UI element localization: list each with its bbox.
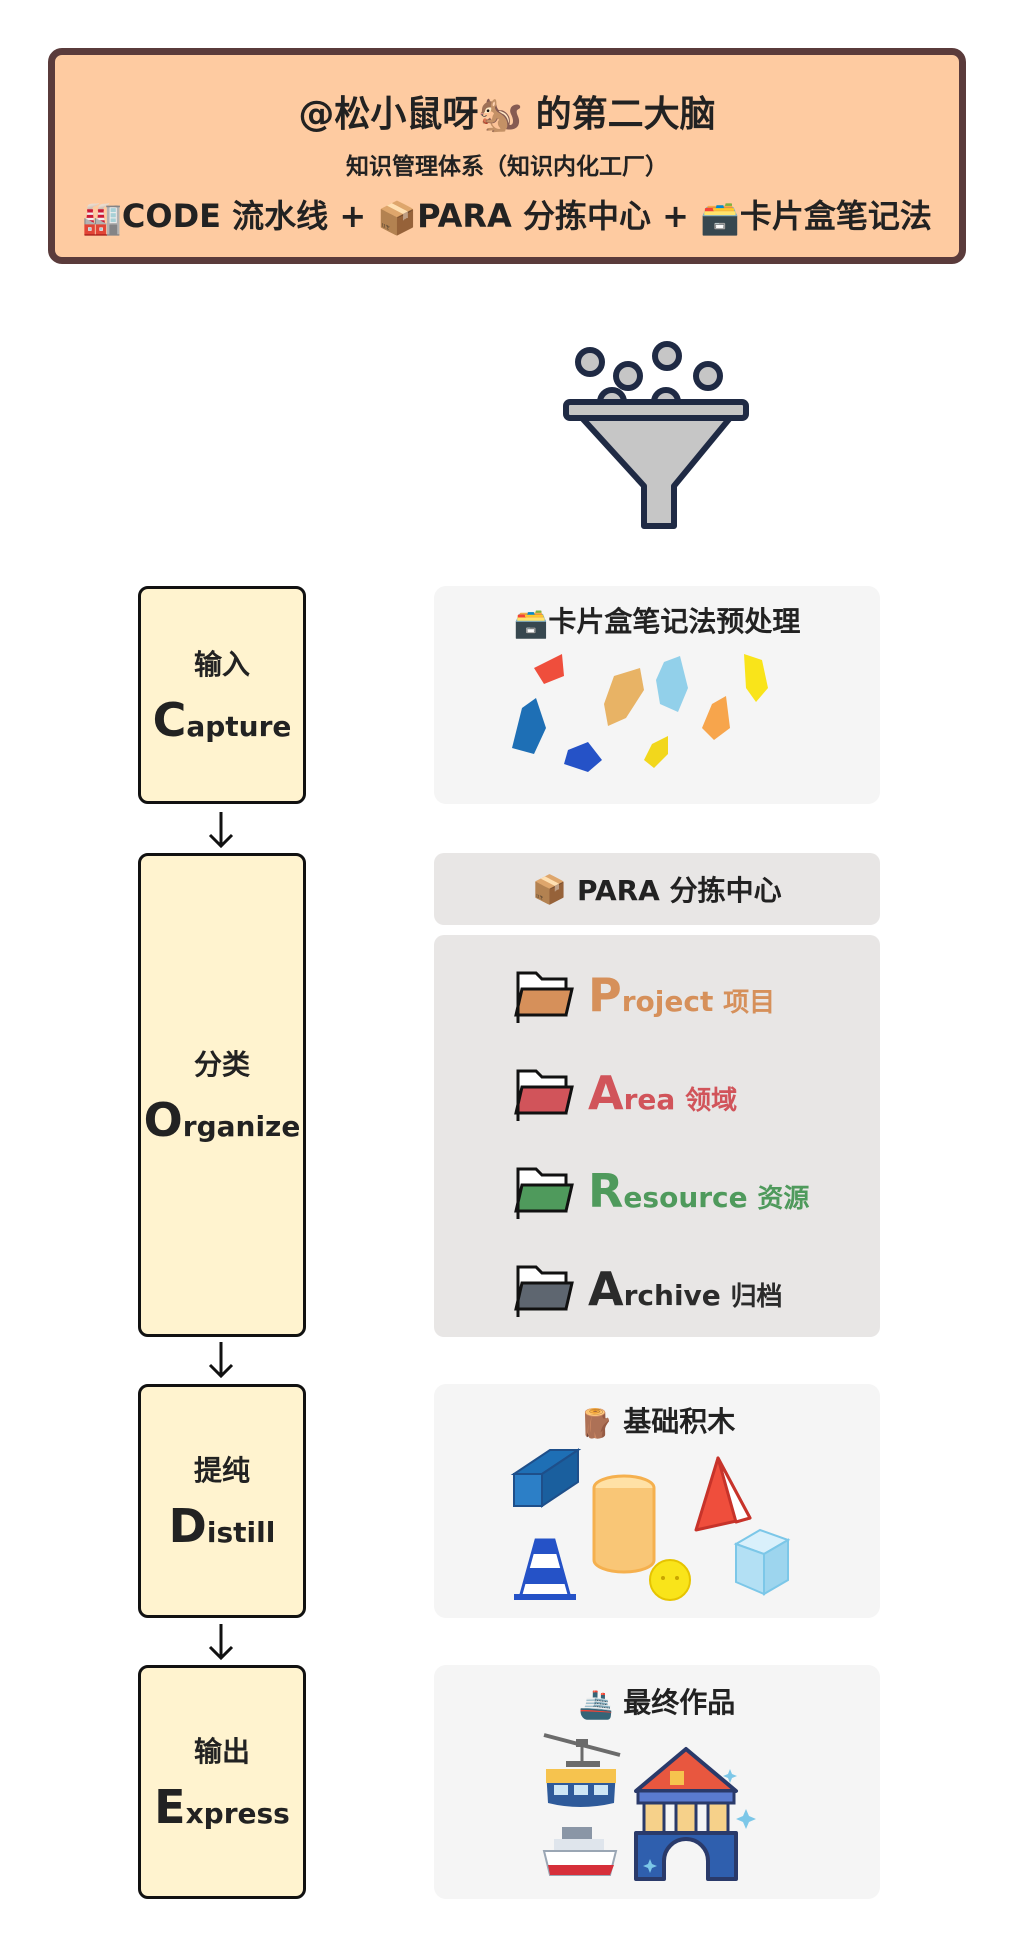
para-item-area: Area 领域 (514, 1063, 737, 1123)
arrow-down-icon (208, 812, 234, 849)
stage-capture-en: Capture (152, 693, 292, 747)
capture-panel-title: 🗃️卡片盒笔记法预处理 (513, 605, 801, 640)
stage-distill: 提纯 Distill (138, 1384, 306, 1618)
stage-express-en: Express (154, 1780, 290, 1834)
para-item-resource: Resource 资源 (514, 1161, 809, 1221)
box-icon: 📦 (532, 872, 568, 906)
artwork-icon (542, 1733, 756, 1881)
stage-distill-cn: 提纯 (193, 1454, 250, 1487)
stage-express-cn: 输出 (193, 1735, 250, 1768)
code-text: CODE 流水线 + (121, 197, 378, 235)
stage-capture: 输入 Capture (138, 586, 306, 804)
stage-organize-en: Organize (143, 1093, 301, 1147)
stage-organize: 分类 Organize (138, 853, 306, 1337)
stage-distill-en: Distill (168, 1499, 276, 1553)
distill-panel-title: 🪵 基础积木 (578, 1405, 736, 1440)
stage-capture-cn: 输入 (193, 648, 250, 681)
para-panel-header: 📦 PARA 分拣中心 (434, 853, 880, 925)
para-text: PARA 分拣中心 + (417, 197, 701, 235)
stage-express: 输出 Express (138, 1665, 306, 1899)
header-banner: @松小鼠呀🐿️ 的第二大脑 知识管理体系（知识内化工厂） 🏭CODE 流水线 +… (48, 48, 966, 264)
factory-icon: 🏭 (82, 199, 122, 237)
card-text: 卡片盒笔记法 (739, 197, 932, 235)
blocks-icon (510, 1448, 791, 1601)
page-title: @松小鼠呀🐿️ 的第二大脑 (298, 94, 716, 135)
arrow-down-icon (208, 1624, 234, 1661)
folder-icon (514, 1167, 574, 1219)
folder-icon (514, 1069, 574, 1121)
funnel-icon (563, 341, 749, 529)
fragments-icon (512, 654, 768, 772)
express-panel: 🚢 最终作品 (434, 1665, 880, 1899)
para-item-project: Project 项目 (514, 965, 775, 1025)
box-icon: 📦 (377, 199, 418, 237)
ship-icon: 🚢 (578, 1687, 614, 1721)
capture-panel: 🗃️卡片盒笔记法预处理 (434, 586, 880, 804)
express-panel-title: 🚢 最终作品 (578, 1686, 736, 1721)
cardbox-icon: 🗃️ (700, 199, 740, 237)
distill-panel: 🪵 基础积木 (434, 1384, 880, 1618)
folder-icon (514, 1265, 574, 1317)
para-item-archive: Archive 归档 (514, 1259, 783, 1319)
stage-organize-cn: 分类 (193, 1048, 250, 1081)
folder-icon (514, 971, 574, 1023)
arrow-down-icon (208, 1342, 234, 1379)
system-line: 🏭CODE 流水线 + 📦PARA 分拣中心 + 🗃️卡片盒笔记法 (55, 191, 959, 237)
para-panel: Project 项目 Area 领域 Resource 资源 Archive 归… (434, 935, 880, 1337)
page-subtitle: 知识管理体系（知识内化工厂） (346, 154, 668, 180)
cardbox-icon: 🗃️ (513, 606, 549, 640)
wood-icon: 🪵 (578, 1406, 614, 1440)
